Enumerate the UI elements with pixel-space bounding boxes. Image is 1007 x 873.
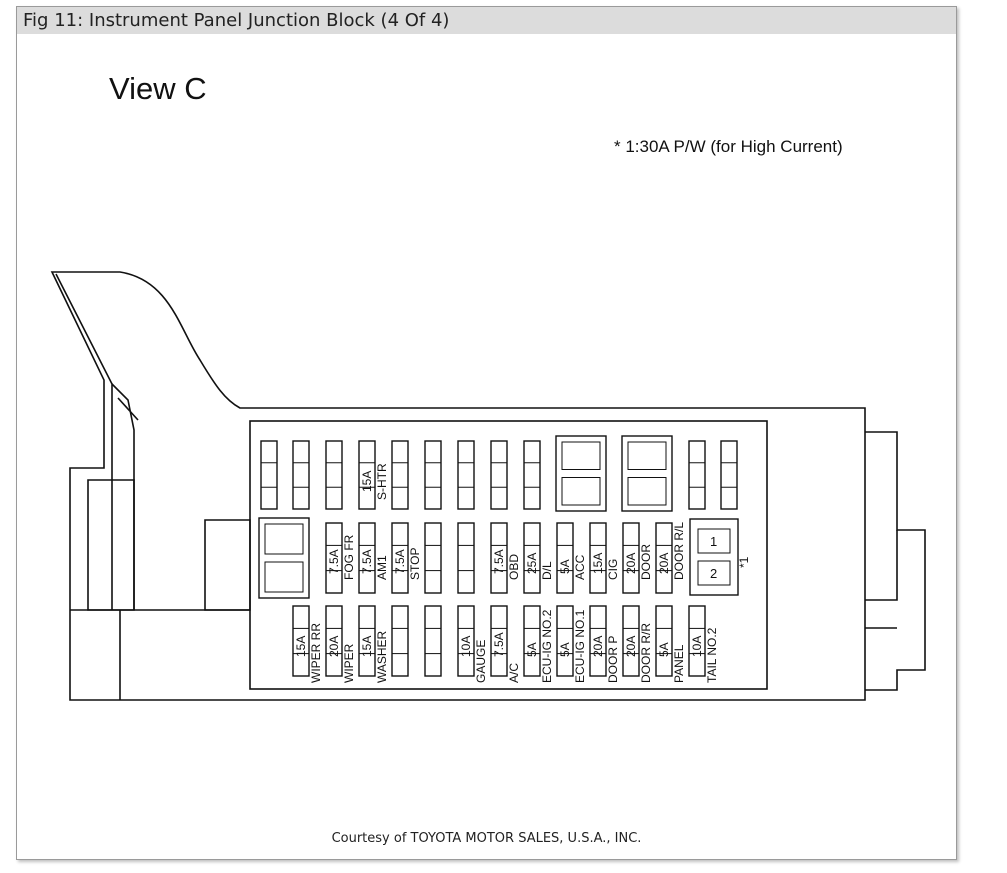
fuse-row3-6-amp: 10A bbox=[459, 636, 473, 657]
fuse-row2-11 bbox=[655, 522, 673, 594]
courtesy-credit: Courtesy of TOYOTA MOTOR SALES, U.S.A., … bbox=[331, 831, 642, 846]
fuse-row3-13-name: TAIL NO.2 bbox=[705, 627, 719, 683]
fuse-row2-6-amp: 7.5A bbox=[492, 549, 506, 574]
fuse-row3-7-name: A/C bbox=[507, 663, 521, 683]
fuse-row2-10 bbox=[622, 522, 640, 594]
fuse-row3-2-name: WIPER bbox=[342, 643, 356, 683]
relay-row1-a bbox=[555, 435, 607, 512]
fuse-row3-10 bbox=[589, 605, 607, 677]
fuse-row2-9-amp: 15A bbox=[591, 553, 605, 574]
high-current-note: * 1:30A P/W (for High Current) bbox=[614, 137, 843, 156]
fuse-row2-10-name: DOOR bbox=[639, 544, 653, 580]
fuse-row1-3 bbox=[325, 440, 343, 510]
fuse-row3-3-amp: 15A bbox=[360, 636, 374, 657]
fuse-row1-4-amp: 15A bbox=[360, 471, 374, 492]
fuse-row3-11 bbox=[622, 605, 640, 677]
fuse-row3-7 bbox=[490, 605, 508, 677]
fuse-row3-1-name: WIPER RR bbox=[309, 623, 323, 683]
fuse-row2-11-name: DOOR R/L bbox=[672, 522, 686, 580]
fuse-row2-9-name: CIG bbox=[606, 559, 620, 580]
fuse-row2-8-name: ACC bbox=[573, 554, 587, 580]
fuse-row3-8 bbox=[523, 605, 541, 677]
fuse-row3-9-amp: 5A bbox=[558, 642, 572, 657]
fuse-row3-2-amp: 20A bbox=[327, 636, 341, 657]
fuse-row3-9 bbox=[556, 605, 574, 677]
fuse-row2-2-name: AM1 bbox=[375, 555, 389, 580]
fuse-row2-8 bbox=[556, 522, 574, 594]
fuse-row1-2 bbox=[292, 440, 310, 510]
fuse-row2-8-amp: 5A bbox=[558, 559, 572, 574]
housing-outline bbox=[50, 271, 926, 701]
figure-title: Fig 11: Instrument Panel Junction Block … bbox=[17, 7, 956, 34]
fuse-row1-11 bbox=[720, 440, 738, 510]
fuse-row1-10 bbox=[688, 440, 706, 510]
relay-p-w: 12 bbox=[689, 518, 739, 596]
fuse-row2-3-name: STOP bbox=[408, 548, 422, 580]
fuse-row2-5 bbox=[457, 522, 475, 594]
fuse-row3-1-amp: 15A bbox=[294, 636, 308, 657]
fuse-row3-12-amp: 5A bbox=[657, 642, 671, 657]
fuse-row1-5 bbox=[391, 440, 409, 510]
fuse-row3-8-amp: 5A bbox=[525, 642, 539, 657]
fuse-row3-8-name: ECU-IG NO.2 bbox=[540, 609, 554, 683]
fuse-row2-6 bbox=[490, 522, 508, 594]
fuse-row2-1-amp: 7.5A bbox=[327, 549, 341, 574]
fuse-row2-7-name: D/L bbox=[540, 561, 554, 580]
relay-mark: *1 bbox=[737, 556, 751, 568]
fuse-row2-6-name: OBD bbox=[507, 554, 521, 580]
fuse-row3-10-name: DOOR P bbox=[606, 636, 620, 683]
fuse-row3-13 bbox=[688, 605, 706, 677]
fuse-row1-4 bbox=[358, 440, 376, 510]
fuse-row1-1 bbox=[260, 440, 278, 510]
fuse-row3-11-name: DOOR R/R bbox=[639, 623, 653, 683]
fuse-row3-5 bbox=[424, 605, 442, 677]
fuse-row3-9-name: ECU-IG NO.1 bbox=[573, 609, 587, 683]
relay-row1-b bbox=[621, 435, 673, 512]
fuse-row3-6-name: GAUGE bbox=[474, 640, 488, 683]
fuse-row2-2 bbox=[358, 522, 376, 594]
fuse-row2-9 bbox=[589, 522, 607, 594]
fuse-row3-3-name: WASHER bbox=[375, 630, 389, 683]
fuse-row1-7 bbox=[457, 440, 475, 510]
fuse-row2-7 bbox=[523, 522, 541, 594]
fuse-row3-12 bbox=[655, 605, 673, 677]
fuse-row3-7-amp: 7.5A bbox=[492, 632, 506, 657]
fuse-row1-6 bbox=[424, 440, 442, 510]
fuse-row2-11-amp: 20A bbox=[657, 553, 671, 574]
fuse-row2-4 bbox=[424, 522, 442, 594]
fuse-row1-9 bbox=[523, 440, 541, 510]
fuse-row2-1 bbox=[325, 522, 343, 594]
fuse-row3-4 bbox=[391, 605, 409, 677]
fuse-row2-10-amp: 20A bbox=[624, 553, 638, 574]
fuse-row3-13-amp: 10A bbox=[690, 636, 704, 657]
fuse-row3-12-name: PANEL bbox=[672, 644, 686, 683]
fuse-row3-11-amp: 20A bbox=[624, 636, 638, 657]
fuse-row3-6 bbox=[457, 605, 475, 677]
relay-slot-1: 1 bbox=[710, 534, 717, 549]
fuse-row3-3 bbox=[358, 605, 376, 677]
fuse-row2-3 bbox=[391, 522, 409, 594]
fuse-row2-1-name: FOG FR bbox=[342, 534, 356, 580]
fuse-row1-4-name: S-HTR bbox=[375, 463, 389, 500]
figure-frame: Fig 11: Instrument Panel Junction Block … bbox=[16, 6, 957, 860]
relay-slot-2: 2 bbox=[710, 566, 717, 581]
fuse-row2-7-amp: 25A bbox=[525, 553, 539, 574]
fuse-row3-10-amp: 20A bbox=[591, 636, 605, 657]
relay-row2-left bbox=[258, 517, 310, 599]
fuse-row3-1 bbox=[292, 605, 310, 677]
fuse-row1-8 bbox=[490, 440, 508, 510]
fuse-row2-3-amp: 7.5A bbox=[393, 549, 407, 574]
view-label: View C bbox=[109, 71, 207, 106]
fuse-row2-2-amp: 7.5A bbox=[360, 549, 374, 574]
fuse-row3-2 bbox=[325, 605, 343, 677]
